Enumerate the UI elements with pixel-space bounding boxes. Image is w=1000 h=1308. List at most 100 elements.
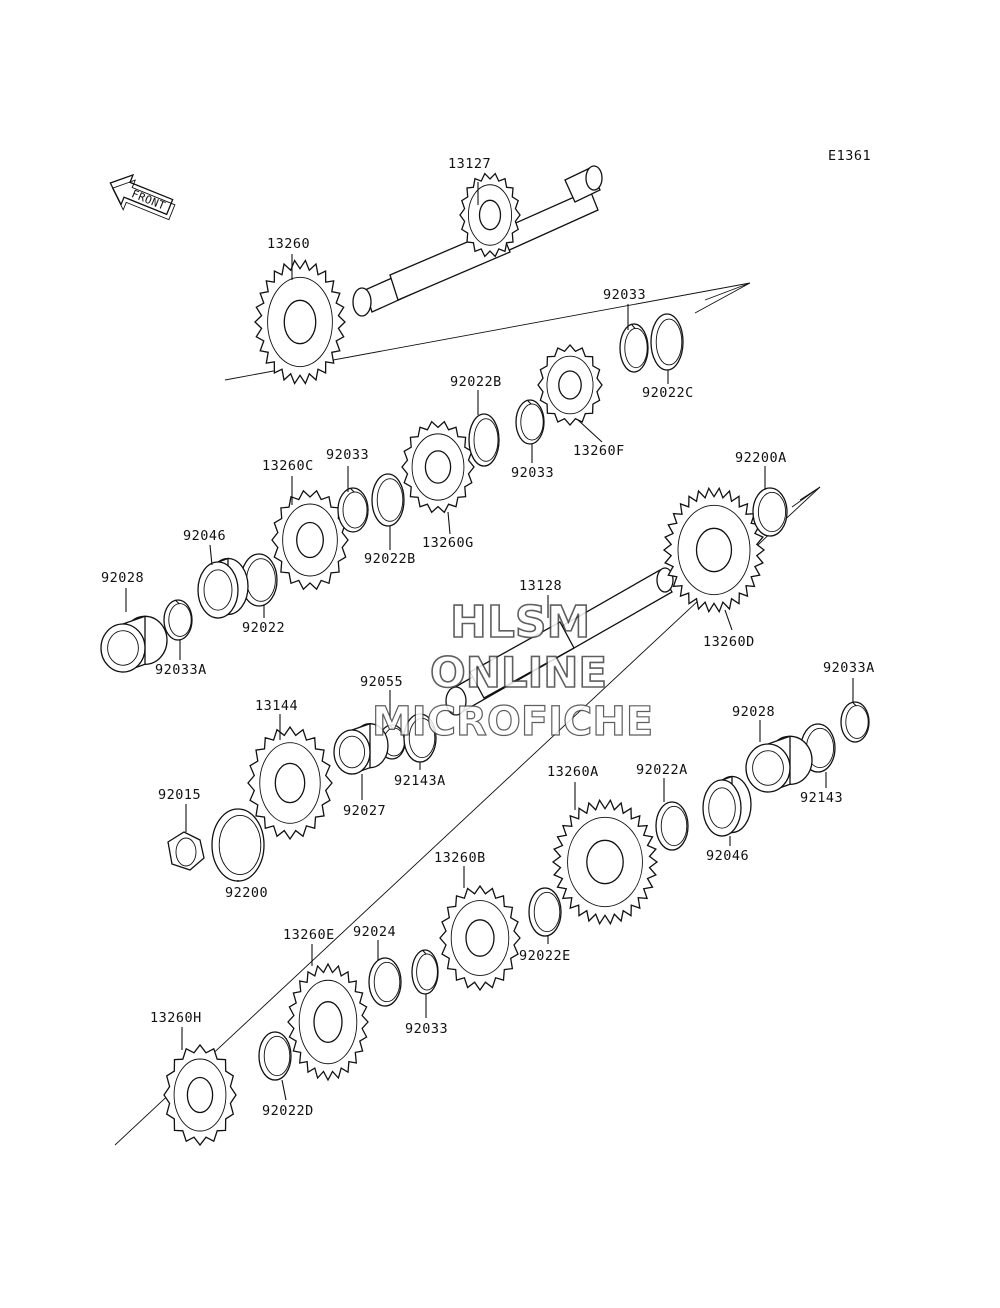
collar-92028-1 bbox=[100, 615, 168, 673]
part-callout: 92143 bbox=[800, 772, 843, 806]
gear-13260h bbox=[163, 1043, 237, 1147]
circlip-92033-b bbox=[411, 949, 439, 995]
gear-13260f bbox=[537, 344, 603, 426]
part-number-label: 92143A bbox=[394, 773, 446, 789]
washer-92022a bbox=[655, 801, 689, 851]
part-number-label: 92033 bbox=[326, 447, 369, 463]
washer-92022c bbox=[650, 313, 684, 371]
part-callout: 92022D bbox=[262, 1079, 314, 1119]
part-number-label: 92046 bbox=[706, 848, 749, 864]
part-callout: 13128 bbox=[519, 578, 562, 618]
part-callout: 92055 bbox=[360, 674, 403, 720]
part-number-label: 92046 bbox=[183, 528, 226, 544]
components bbox=[100, 172, 870, 1147]
part-callout: 13260G bbox=[422, 511, 474, 551]
part-callout: 92022B bbox=[364, 526, 415, 567]
part-callout: 92022B bbox=[450, 374, 502, 415]
part-number-label: 92022D bbox=[262, 1103, 314, 1119]
circlip-92033a-1 bbox=[163, 599, 193, 641]
washer-92022d bbox=[258, 1031, 292, 1081]
collar-92200a bbox=[752, 487, 788, 537]
part-callout: 92143A bbox=[394, 762, 446, 789]
part-callout: 92046 bbox=[183, 528, 226, 566]
part-number-label: 13127 bbox=[448, 156, 491, 172]
part-callout: 92200A bbox=[735, 450, 787, 490]
watermark-line2: ONLINE bbox=[430, 648, 607, 697]
part-number-label: 92022B bbox=[450, 374, 502, 390]
part-callout: 92028 bbox=[101, 570, 144, 612]
part-callout: 13260H bbox=[150, 1010, 202, 1050]
part-callout: 13260E bbox=[283, 927, 335, 966]
part-callout: 13260D bbox=[703, 609, 755, 650]
needle-bearing-92046-2 bbox=[702, 775, 752, 837]
leader-line bbox=[281, 1079, 287, 1101]
gear-13260 bbox=[254, 259, 346, 385]
part-number-label: 92022 bbox=[242, 620, 285, 636]
part-callout: 92015 bbox=[158, 787, 201, 832]
part-number-label: 92200A bbox=[735, 450, 787, 466]
collar-92028-2 bbox=[745, 735, 813, 793]
circlip-92033-a1 bbox=[619, 323, 649, 373]
gear-13260g bbox=[401, 420, 475, 514]
watermark-line3: MICROFICHE bbox=[372, 699, 653, 745]
leader-line bbox=[577, 419, 603, 443]
part-callout: 92200 bbox=[225, 880, 268, 901]
part-number-label: 13260E bbox=[283, 927, 335, 943]
part-number-label: 92015 bbox=[158, 787, 201, 803]
part-number-label: 13260H bbox=[150, 1010, 202, 1026]
part-number-label: 92033 bbox=[511, 465, 554, 481]
part-number-label: 92033 bbox=[603, 287, 646, 303]
gear-13260d bbox=[662, 486, 766, 614]
part-callout: 92033A bbox=[823, 660, 874, 702]
part-callout: 92027 bbox=[343, 774, 386, 819]
part-number-label: 13260G bbox=[422, 535, 474, 551]
part-number-label: 92022E bbox=[519, 948, 571, 964]
part-callout: 13260A bbox=[547, 764, 599, 810]
part-callout: 13260C bbox=[262, 458, 314, 505]
leader-line bbox=[447, 511, 451, 535]
collar-92027 bbox=[333, 722, 389, 775]
circlip-92033-a3 bbox=[337, 487, 369, 533]
diagram-code: E1361 bbox=[828, 148, 871, 164]
part-callout: 92022A bbox=[636, 762, 687, 802]
part-number-label: 92143 bbox=[800, 790, 843, 806]
part-number-label: 13128 bbox=[519, 578, 562, 594]
leader-line bbox=[209, 544, 213, 566]
part-number-label: 13260C bbox=[262, 458, 314, 474]
part-callout: 92024 bbox=[353, 924, 396, 960]
part-number-label: 92033A bbox=[155, 662, 207, 678]
gear-13260a bbox=[551, 798, 659, 926]
part-callout: 92033 bbox=[326, 447, 369, 492]
part-callout: 92028 bbox=[732, 704, 775, 742]
gear-13127 bbox=[459, 172, 521, 258]
nut-92015 bbox=[167, 831, 205, 871]
part-number-label: 92033 bbox=[405, 1021, 448, 1037]
watermark-line1: HLSM bbox=[450, 597, 590, 648]
part-callout: 13127 bbox=[448, 156, 491, 205]
part-number-label: 13144 bbox=[255, 698, 298, 714]
part-number-label: 13260A bbox=[547, 764, 599, 780]
leader-line bbox=[724, 609, 733, 631]
washer-92200 bbox=[211, 808, 265, 882]
part-callout: 13144 bbox=[255, 698, 298, 740]
part-number-label: 92028 bbox=[732, 704, 775, 720]
circlip-92033a-2 bbox=[840, 701, 870, 743]
part-callout: 92046 bbox=[706, 836, 749, 864]
part-number-label: 92022C bbox=[642, 385, 694, 401]
part-callout: 92033 bbox=[405, 994, 448, 1037]
part-callout: 13260 bbox=[267, 236, 310, 280]
part-callout: 92022 bbox=[242, 605, 285, 636]
part-number-label: 13260 bbox=[267, 236, 310, 252]
gear-13260b bbox=[439, 884, 521, 992]
gear-13260c bbox=[271, 489, 349, 591]
washer-92022b-2 bbox=[371, 473, 405, 527]
gear-13260e bbox=[287, 962, 369, 1082]
part-number-label: 13260D bbox=[703, 634, 755, 650]
labels: 13127132609203392022C92022B13260F9203392… bbox=[101, 156, 874, 1119]
part-callout: 92033 bbox=[511, 444, 554, 481]
part-callout: 92033 bbox=[603, 287, 646, 330]
washer-92024 bbox=[368, 957, 402, 1007]
part-number-label: 92024 bbox=[353, 924, 396, 940]
sprocket-13144 bbox=[247, 725, 333, 841]
